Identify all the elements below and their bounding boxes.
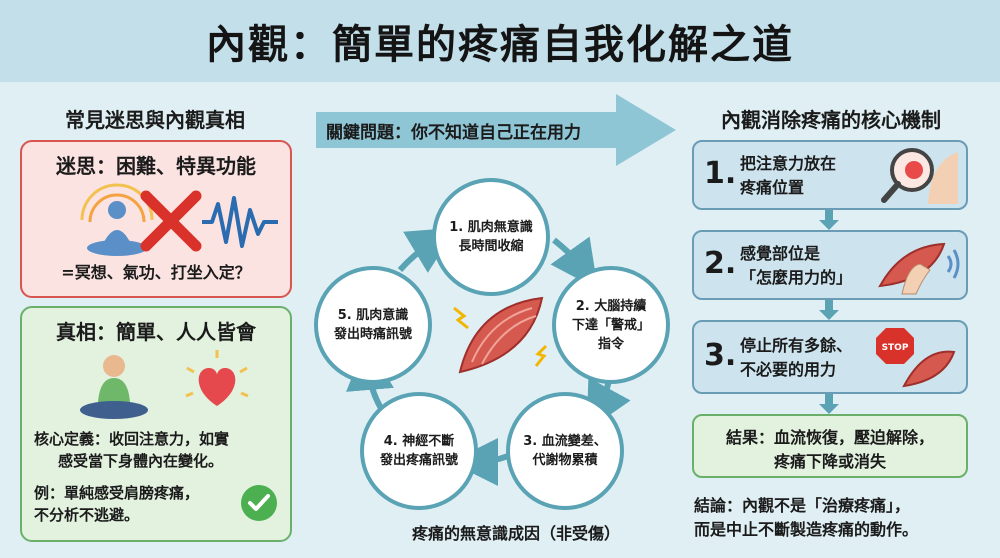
page-title: 內觀：簡單的疼痛自我化解之道 [206, 22, 794, 68]
truth-title: 真相：簡單、人人皆會 [56, 320, 256, 344]
step-2-line2: 「怎麼用力的」 [740, 268, 853, 287]
step-3-box: 3. 停止所有多餘、 不必要的用力 STOP [692, 320, 968, 394]
result-line2: 疼痛下降或消失 [773, 452, 886, 471]
step-1-number: 1. [704, 156, 737, 191]
stop-sign-icon: STOP [876, 328, 956, 388]
cycle-node-3: 3. 血流變差、 代謝物累積 [506, 392, 624, 510]
cycle-node-4-line2: 發出疼痛訊號 [379, 453, 458, 468]
myth-title: 迷思：困難、特異功能 [56, 154, 256, 178]
step-3-line2: 不必要的用力 [740, 360, 837, 379]
step-arrow-2 [819, 300, 839, 320]
cycle-node-3-line2: 代謝物累積 [532, 453, 598, 468]
meditating-person-icon [80, 355, 148, 419]
cycle-node-5-line1: 5. 肌肉意識 [337, 308, 409, 323]
step-2-box: 2. 感覺部位是 「怎麼用力的」 [692, 230, 968, 300]
cycle-node-1-line1: 1. 肌肉無意識 [449, 220, 533, 235]
left-heading: 常見迷思與內觀真相 [65, 108, 245, 132]
result-box: 結果：血流恢復，壓迫解除， 疼痛下降或消失 [692, 414, 968, 478]
key-question-arrow [316, 94, 676, 166]
cycle-node-2-line3: 指令 [597, 336, 624, 352]
cycle-node-5-line2: 發出時痛訊號 [333, 327, 412, 342]
energy-wave-icon [202, 196, 278, 248]
truth-example-2: 不分析不逃避。 [34, 506, 140, 524]
cycle-node-2: 2. 大腦持續 下達「警戒」 指令 [552, 266, 670, 384]
right-heading: 內觀消除疼痛的核心機制 [721, 108, 941, 132]
step-arrow-1 [819, 210, 839, 230]
step-2-line1: 感覺部位是 [740, 244, 821, 263]
truth-example-1: 例：單純感受肩膀疼痛， [34, 484, 200, 502]
myth-card: 迷思：困難、特異功能 =冥想、氣功、打坐入定？ [20, 140, 292, 298]
cycle-node-5: 5. 肌肉意識 發出時痛訊號 [314, 266, 432, 384]
title-banner: 內觀：簡單的疼痛自我化解之道 [0, 0, 1000, 82]
step-1-box: 1. 把注意力放在 疼痛位置 [692, 140, 968, 210]
stop-sign-text: STOP [882, 343, 909, 353]
magnifier-shoulder-icon [881, 148, 958, 204]
cycle-node-2-line1: 2. 大腦持續 [575, 298, 647, 314]
step-1-line2: 疼痛位置 [740, 178, 805, 197]
cycle-caption: 疼痛的無意識成因（非受傷） [411, 524, 620, 543]
heart-icon [185, 350, 249, 406]
conclusion-line2: 而是中止不斷製造疼痛的動作。 [694, 520, 919, 539]
conclusion-line1: 結論：內觀不是「治療疼痛」， [694, 496, 911, 515]
truth-definition-1: 核心定義：收回注意力，如實 [34, 430, 230, 448]
cycle-node-2-line2: 下達「警戒」 [571, 317, 650, 333]
key-question: 關鍵問題：你不知道自己正在用力 [326, 123, 581, 143]
step-arrow-3 [819, 394, 839, 414]
cycle-node-3-line1: 3. 血流變差、 [523, 434, 607, 449]
cycle-node-4: 4. 神經不斷 發出疼痛訊號 [360, 392, 478, 510]
step-1-line1: 把注意力放在 [740, 154, 837, 173]
myth-caption: =冥想、氣功、打坐入定？ [61, 263, 251, 282]
result-line1: 結果：血流恢復，壓迫解除， [725, 428, 934, 447]
step-3-line1: 停止所有多餘、 [740, 336, 853, 355]
truth-definition-2: 感受當下身體內在變化。 [58, 452, 224, 470]
cycle-node-4-line1: 4. 神經不斷 [383, 434, 455, 449]
truth-card: 真相：簡單、人人皆會 核心定義：收回注意力，如實 感受當下身體內在變化。 例：單… [20, 306, 292, 542]
step-3-number: 3. [704, 338, 737, 373]
red-x-icon [140, 190, 202, 252]
cycle-node-1: 1. 肌肉無意識 長時間收縮 [432, 178, 550, 296]
cycle-node-1-line2: 長時間收縮 [458, 239, 524, 254]
touching-muscle-icon [878, 242, 960, 295]
muscle-icon [453, 296, 548, 374]
checkmark-icon [241, 485, 277, 521]
step-2-number: 2. [704, 246, 737, 281]
